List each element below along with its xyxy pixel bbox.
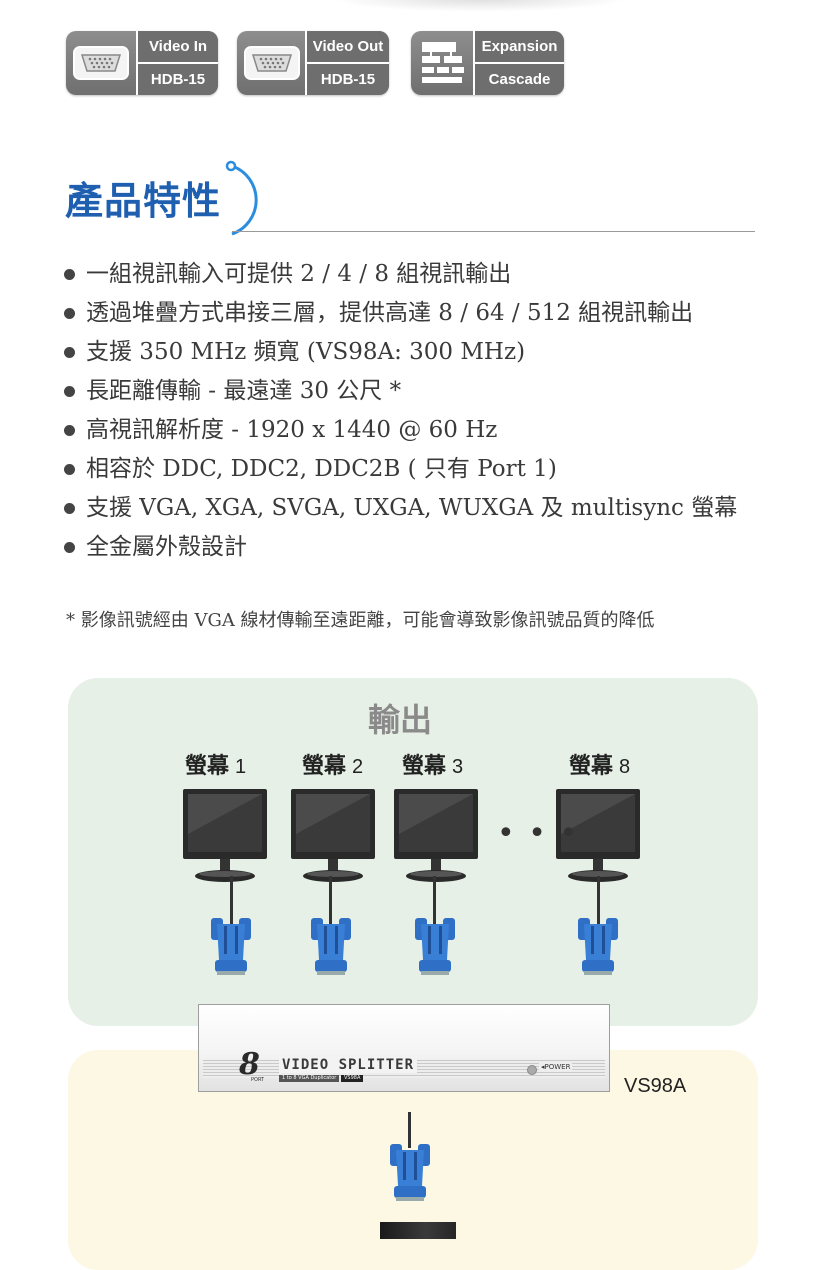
list-item: 相容於 DDC, DDC2, DDC2B ( 只有 Port 1) [62, 453, 737, 492]
footnote: * 影像訊號經由 VGA 線材傳輸至遠距離，可能會導致影像訊號品質的降低 [66, 610, 655, 631]
feature-text: 長距離傳輸 - 最遠達 30 公尺 * [86, 378, 402, 404]
bullet-icon [64, 464, 75, 475]
title-divider [232, 231, 755, 232]
monitor-number: 2 [352, 756, 364, 778]
video-in-badge: Video In HDB-15 [66, 31, 218, 95]
vga-connector-icon [211, 918, 251, 975]
bullet-icon [64, 347, 75, 358]
monitor-icon [556, 789, 640, 882]
cable [433, 876, 436, 926]
feature-text: 支援 350 MHz 頻寬 (VS98A: 300 MHz) [86, 339, 526, 365]
feature-text: 相容於 DDC, DDC2, DDC2B ( 只有 Port 1) [86, 456, 557, 482]
badge-top-label: Expansion [473, 31, 564, 63]
port-count: 8 [239, 1047, 260, 1082]
monitor-label-text: 螢幕 [185, 754, 230, 779]
more-monitors-ellipsis: • • • [497, 816, 580, 851]
list-item: 長距離傳輸 - 最遠達 30 公尺 * [62, 375, 737, 414]
cable [408, 1112, 411, 1148]
list-item: 高視訊解析度 - 1920 x 1440 @ 60 Hz [62, 414, 737, 453]
cable [329, 876, 332, 926]
monitor-label-text: 螢幕 [402, 754, 447, 779]
badge-bottom-label: HDB-15 [305, 63, 389, 95]
bullet-icon [64, 386, 75, 397]
cable [230, 876, 233, 926]
port-text: PORT [251, 1077, 265, 1083]
monitor-number: 8 [619, 756, 631, 778]
monitor-label-text: 螢幕 [569, 754, 614, 779]
cascade-icon [411, 31, 475, 95]
power-label: ◂POWER [539, 1063, 573, 1071]
top-shadow [330, 0, 630, 12]
feature-text: 全金屬外殼設計 [86, 534, 247, 560]
video-splitter-device: 8 PORT VIDEO SPLITTER 1 to 8 VGA Duplica… [198, 1004, 610, 1092]
expansion-badge: Expansion Cascade [411, 31, 564, 95]
vga-connector-icon [311, 918, 351, 975]
page-title: 產品特性 [65, 178, 222, 223]
list-item: 透過堆疊方式串接三層，提供高達 8 / 64 / 512 組視訊輸出 [62, 297, 737, 336]
list-item: 全金屬外殼設計 [62, 531, 737, 570]
monitor-number: 1 [235, 756, 247, 778]
video-out-badge: Video Out HDB-15 [237, 31, 389, 95]
bullet-icon [64, 542, 75, 553]
badge-bottom-label: HDB-15 [136, 63, 218, 95]
monitor-icon [394, 789, 478, 882]
bullet-icon [64, 503, 75, 514]
bullet-icon [64, 308, 75, 319]
badge-top-label: Video In [136, 31, 218, 63]
feature-text: 透過堆疊方式串接三層，提供高達 8 / 64 / 512 組視訊輸出 [86, 300, 694, 326]
computer-icon [380, 1222, 456, 1239]
device-name: VIDEO SPLITTER [279, 1057, 418, 1073]
model-label: VS98A [624, 1075, 687, 1097]
feature-text: 高視訊解析度 - 1920 x 1440 @ 60 Hz [86, 417, 498, 443]
vga-port-icon [66, 31, 136, 95]
vga-port-icon [237, 31, 307, 95]
title-arc-decoration [225, 160, 258, 236]
device-tag: 1 to 8 VGA Duplicator [279, 1075, 340, 1082]
bullet-icon [64, 269, 75, 280]
feature-text: 支援 VGA, XGA, SVGA, UXGA, WUXGA 及 multisy… [86, 495, 738, 521]
device-model-tag: VS98A [341, 1075, 364, 1082]
feature-list: 一組視訊輸入可提供 2 / 4 / 8 組視訊輸出 透過堆疊方式串接三層，提供高… [62, 258, 737, 570]
output-title: 輸出 [368, 701, 433, 739]
list-item: 支援 VGA, XGA, SVGA, UXGA, WUXGA 及 multisy… [62, 492, 737, 531]
bullet-icon [64, 425, 75, 436]
vga-connector-icon [390, 1144, 430, 1201]
vga-connector-icon [578, 918, 618, 975]
vga-connector-icon [415, 918, 455, 975]
cable [597, 876, 600, 926]
power-led-icon [527, 1065, 537, 1075]
list-item: 一組視訊輸入可提供 2 / 4 / 8 組視訊輸出 [62, 258, 737, 297]
monitor-number: 3 [452, 756, 464, 778]
monitor-icon [291, 789, 375, 882]
feature-text: 一組視訊輸入可提供 2 / 4 / 8 組視訊輸出 [86, 261, 512, 287]
badge-top-label: Video Out [305, 31, 389, 63]
list-item: 支援 350 MHz 頻寬 (VS98A: 300 MHz) [62, 336, 737, 375]
badge-bottom-label: Cascade [473, 63, 564, 95]
monitor-label-text: 螢幕 [302, 754, 347, 779]
monitor-icon [183, 789, 267, 882]
